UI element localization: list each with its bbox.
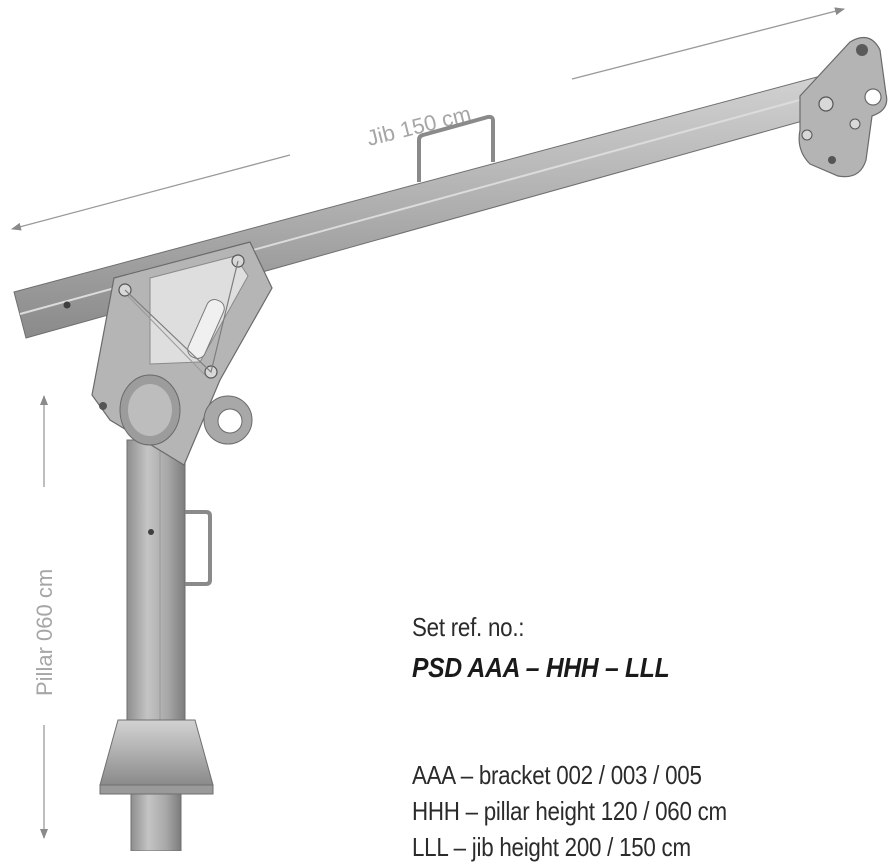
legend-item-pillar-height: HHH – pillar height 120 / 060 cm: [412, 796, 727, 826]
legend-item-bracket: AAA – bracket 002 / 003 / 005: [412, 760, 702, 790]
set-ref-code: PSD AAA – HHH – LLL: [412, 652, 670, 683]
set-ref-label: Set ref. no.:: [412, 612, 525, 642]
pillar-dimension-label: Pillar 060 cm: [32, 569, 57, 696]
jib-head-plate: [798, 36, 888, 178]
bracket-plate: [91, 241, 273, 466]
legend-item-jib-height: LLL – jib height 200 / 150 cm: [412, 832, 691, 862]
code-legend: AAA – bracket 002 / 003 / 005 HHH – pill…: [412, 757, 727, 865]
pillar-dimension-line: Pillar 060 cm: [32, 395, 57, 839]
pillar: [99, 439, 214, 851]
